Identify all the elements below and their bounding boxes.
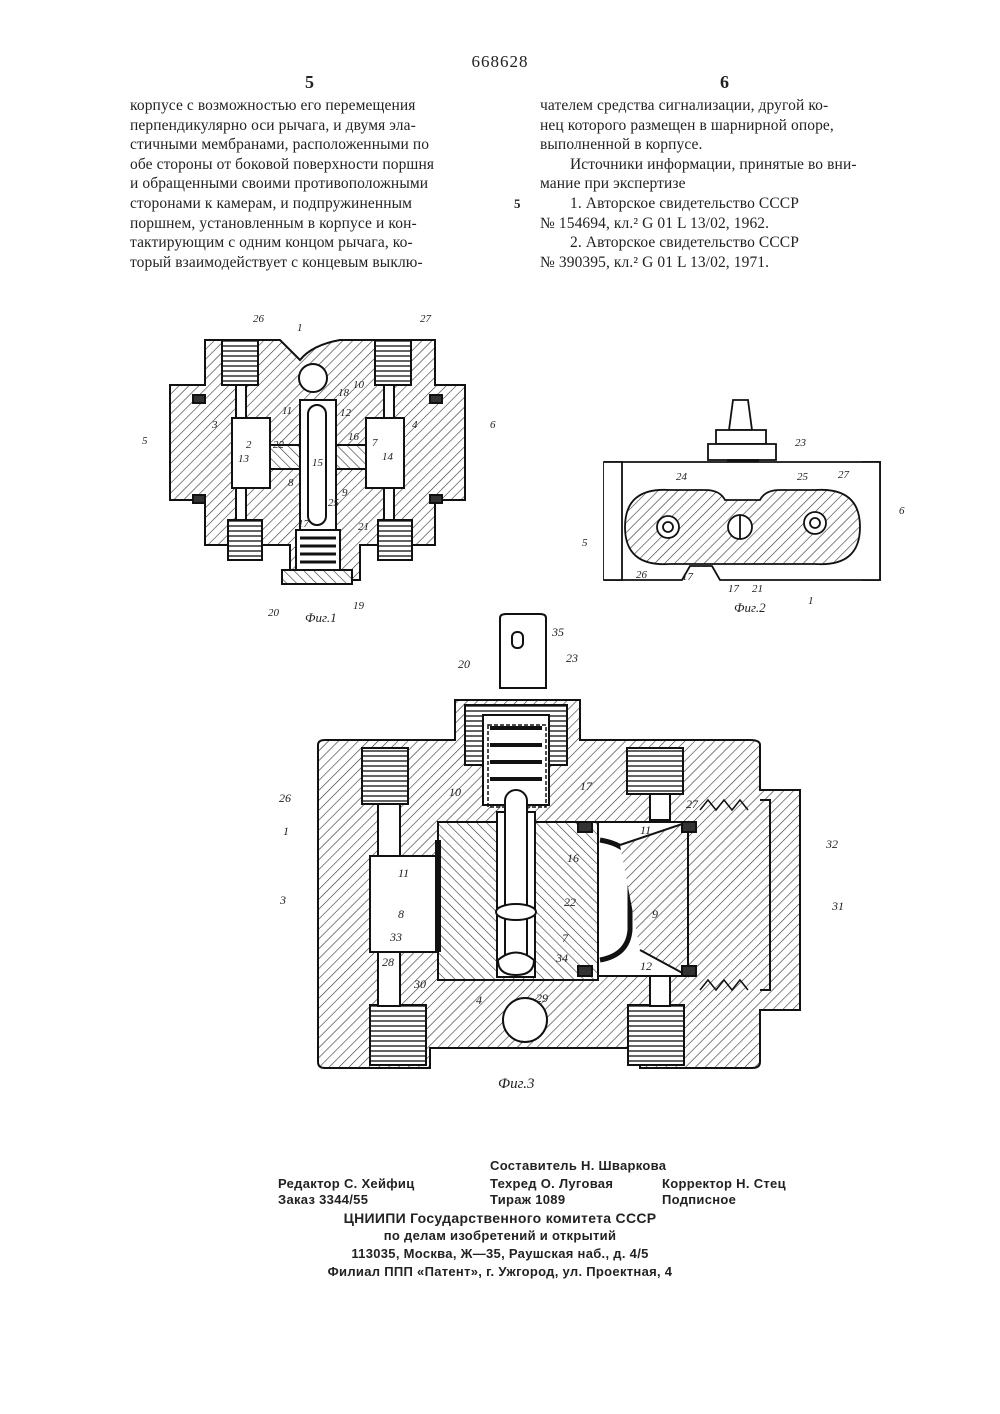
- fig3-label: 11: [398, 866, 409, 880]
- fig3-label: 32: [825, 837, 838, 851]
- fig1-label: 4: [412, 419, 418, 431]
- fig3-label: 31: [831, 899, 844, 913]
- imprint-editor: Редактор С. Хейфиц: [278, 1176, 415, 1191]
- patent-figures: 26 1 27 18 10 3 11 12 4 6 5 2 22 16 7 13…: [0, 0, 1000, 1150]
- fig1-label: 10: [353, 379, 365, 391]
- fig1-label: 2: [246, 439, 252, 451]
- fig2-label: 27: [838, 469, 850, 481]
- fig2-label: 1: [808, 595, 814, 607]
- fig3-label: 23: [566, 651, 578, 665]
- fig3-label: 4: [476, 993, 482, 1007]
- fig1-label: 11: [282, 405, 292, 417]
- fig1-label: 1: [297, 322, 303, 334]
- fig3-label: 28: [382, 955, 394, 969]
- fig3-label: 30: [413, 977, 426, 991]
- fig1-label: 16: [348, 431, 360, 443]
- fig3-label: 9: [652, 907, 658, 921]
- fig2-label: 21: [752, 583, 763, 595]
- fig1-label: 7: [372, 437, 378, 449]
- fig1-label: 25: [328, 497, 340, 509]
- fig3-label: 11: [640, 823, 651, 837]
- fig1-label: 12: [340, 407, 352, 419]
- fig3-label: 34: [555, 951, 568, 965]
- fig3-label: 29: [536, 991, 548, 1005]
- fig3-label: 27: [686, 797, 699, 811]
- fig1-label: 17: [298, 518, 310, 530]
- fig1-label: 14: [382, 451, 394, 463]
- fig2-label: 6: [899, 505, 905, 517]
- fig3-caption: Фиг.3: [498, 1076, 534, 1092]
- imprint-techred: Техред О. Луговая: [490, 1176, 613, 1191]
- imprint-institute: ЦНИИПИ Государственного комитета СССР: [250, 1210, 750, 1226]
- imprint-subscription: Подписное: [662, 1192, 736, 1207]
- fig2-label: 23: [795, 437, 807, 449]
- fig1-label: 19: [353, 600, 365, 612]
- fig3-label: 20: [458, 657, 470, 671]
- fig1-label: 27: [420, 313, 432, 325]
- fig2-label: 17: [728, 583, 740, 595]
- fig1-label: 26: [253, 313, 265, 325]
- fig2-caption: Фиг.2: [734, 600, 766, 615]
- fig1-label: 6: [490, 419, 496, 431]
- fig1-label: 18: [338, 387, 350, 399]
- fig2-label: 5: [582, 537, 588, 549]
- fig1-label: 8: [288, 477, 294, 489]
- imprint-address: 113035, Москва, Ж—35, Раушская наб., д. …: [250, 1246, 750, 1261]
- imprint-order: Заказ 3344/55: [278, 1192, 368, 1207]
- fig1-label: 5: [142, 435, 148, 447]
- imprint-compiler: Составитель Н. Шваркова: [490, 1158, 666, 1173]
- fig2-label: 24: [676, 471, 688, 483]
- fig3-label: 10: [449, 785, 461, 799]
- fig3-label: 33: [389, 930, 402, 944]
- fig2-label: 25: [797, 471, 809, 483]
- imprint-branch: Филиал ППП «Патент», г. Ужгород, ул. Про…: [250, 1264, 750, 1279]
- figure-3: [318, 614, 800, 1068]
- figure-2: [604, 400, 880, 580]
- fig1-label: 22: [273, 439, 285, 451]
- fig2-label: 26: [636, 569, 648, 581]
- fig3-label: 22: [564, 895, 576, 909]
- fig3-label: 1: [283, 824, 289, 838]
- fig1-label: 3: [211, 419, 218, 431]
- fig3-label: 12: [640, 959, 652, 973]
- fig1-label: 9: [342, 487, 348, 499]
- fig3-label: 17: [580, 779, 593, 793]
- imprint-circulation: Тираж 1089: [490, 1192, 565, 1207]
- fig3-label: 8: [398, 907, 404, 921]
- fig2-label: 17: [682, 571, 694, 583]
- fig1-label: 21: [358, 521, 369, 533]
- fig3-label: 7: [562, 931, 569, 945]
- fig1-caption: Фиг.1: [305, 610, 337, 625]
- fig1-label: 20: [268, 607, 280, 619]
- fig3-label: 3: [279, 893, 286, 907]
- fig3-label: 26: [279, 791, 291, 805]
- fig3-label: 16: [567, 851, 579, 865]
- fig1-label: 15: [312, 457, 324, 469]
- imprint-corrector: Корректор Н. Стец: [662, 1176, 786, 1191]
- imprint-affairs: по делам изобретений и открытий: [250, 1228, 750, 1243]
- fig1-label: 13: [238, 453, 250, 465]
- fig3-label: 35: [551, 625, 564, 639]
